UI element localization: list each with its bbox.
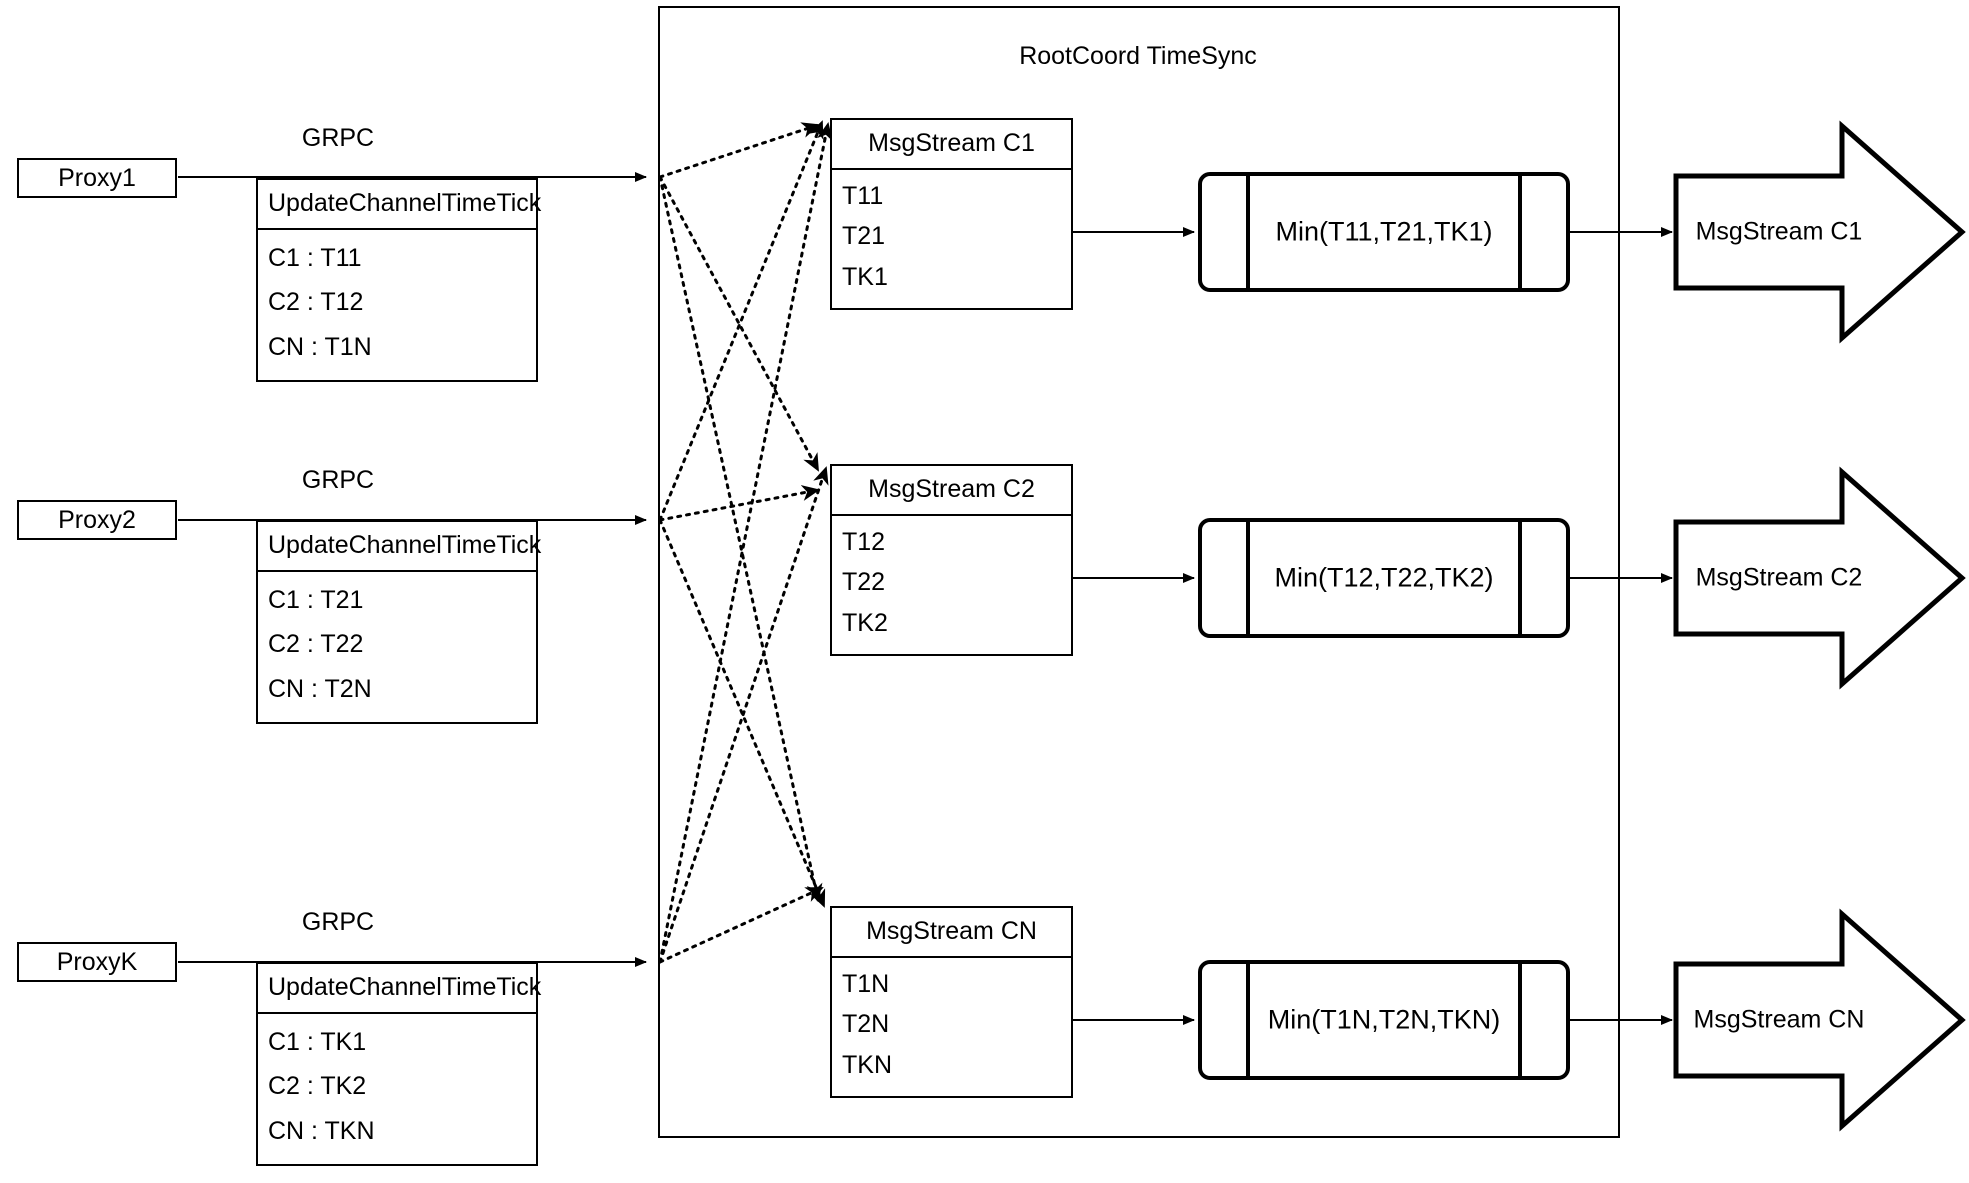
min-process-cn: Min(T1N,T2N,TKN): [1198, 960, 1570, 1080]
grpc-label-proxy2: GRPC: [301, 466, 375, 494]
msgstream-table-c2: MsgStream C2 T12 T22 TK2: [830, 464, 1073, 656]
table-row: TK1: [842, 262, 888, 291]
proxy-box-proxy1[interactable]: Proxy1: [17, 158, 177, 198]
msgstream-table-c1: MsgStream C1 T11 T21 TK1: [830, 118, 1073, 310]
table-row: T22: [842, 568, 886, 597]
output-label-c1: MsgStream C1: [1695, 217, 1863, 246]
table-row: C2 : T12: [268, 288, 364, 317]
msgstream-title-cn: MsgStream CN: [832, 908, 1071, 958]
output-arrow-c2: MsgStream C2: [1676, 522, 1962, 634]
proxy-box-proxyk[interactable]: ProxyK: [17, 942, 177, 982]
table-row: CN : T2N: [268, 674, 372, 703]
msgstream-body-c1: T11 T21 TK1: [832, 170, 1071, 308]
process-bar-left-c1: [1246, 172, 1250, 292]
min-label-c2: Min(T12,T22,TK2): [1274, 562, 1494, 593]
table-row: C1 : T21: [268, 585, 364, 614]
output-label-cn: MsgStream CN: [1693, 1005, 1865, 1034]
table-header-proxy1: UpdateChannelTimeTick: [258, 180, 541, 230]
min-process-c2: Min(T12,T22,TK2): [1198, 518, 1570, 638]
output-arrow-cn: MsgStream CN: [1676, 964, 1962, 1076]
table-row: T2N: [842, 1010, 890, 1039]
min-label-cn: Min(T1N,T2N,TKN): [1267, 1004, 1501, 1035]
process-bar-right-c1: [1518, 172, 1522, 292]
msgstream-title-c1: MsgStream C1: [832, 120, 1071, 170]
table-row: C2 : TK2: [268, 1072, 367, 1101]
rootcoord-title: RootCoord TimeSync: [1019, 42, 1257, 70]
table-row: C2 : T22: [268, 630, 364, 659]
table-header-proxy2: UpdateChannelTimeTick: [258, 522, 541, 572]
table-row: T1N: [842, 969, 890, 998]
output-label-c2: MsgStream C2: [1695, 563, 1863, 592]
grpc-label-proxyk: GRPC: [301, 908, 375, 936]
table-body-proxyk: C1 : TK1 C2 : TK2 CN : TKN: [258, 1014, 536, 1164]
table-row: C1 : T11: [268, 243, 362, 272]
rootcoord-container: [658, 6, 1620, 1138]
table-row: CN : T1N: [268, 332, 372, 361]
update-channel-timetick-table-proxy1: UpdateChannelTimeTick C1 : T11 C2 : T12 …: [256, 178, 541, 382]
grpc-label-proxy1: GRPC: [301, 124, 375, 152]
table-row: TKN: [842, 1050, 892, 1079]
process-bar-left-c2: [1246, 518, 1250, 638]
msgstream-table-cn: MsgStream CN T1N T2N TKN: [830, 906, 1073, 1098]
min-label-c1: Min(T11,T21,TK1): [1275, 216, 1493, 247]
table-row: CN : TKN: [268, 1116, 375, 1145]
output-arrow-c1: MsgStream C1: [1676, 176, 1962, 288]
process-bar-right-cn: [1518, 960, 1522, 1080]
min-process-c1: Min(T11,T21,TK1): [1198, 172, 1570, 292]
proxy-box-proxy2[interactable]: Proxy2: [17, 500, 177, 540]
update-channel-timetick-table-proxy2: UpdateChannelTimeTick C1 : T21 C2 : T22 …: [256, 520, 541, 724]
process-bar-left-cn: [1246, 960, 1250, 1080]
msgstream-title-c2: MsgStream C2: [832, 466, 1071, 516]
table-row: T21: [842, 222, 886, 251]
table-body-proxy1: C1 : T11 C2 : T12 CN : T1N: [258, 230, 536, 380]
update-channel-timetick-table-proxyk: UpdateChannelTimeTick C1 : TK1 C2 : TK2 …: [256, 962, 541, 1166]
table-row: TK2: [842, 608, 888, 637]
msgstream-body-cn: T1N T2N TKN: [832, 958, 1071, 1096]
process-bar-right-c2: [1518, 518, 1522, 638]
table-row: T12: [842, 527, 886, 556]
table-row: T11: [842, 181, 884, 210]
table-row: C1 : TK1: [268, 1027, 367, 1056]
table-body-proxy2: C1 : T21 C2 : T22 CN : T2N: [258, 572, 536, 722]
msgstream-body-c2: T12 T22 TK2: [832, 516, 1071, 654]
table-header-proxyk: UpdateChannelTimeTick: [258, 964, 541, 1014]
